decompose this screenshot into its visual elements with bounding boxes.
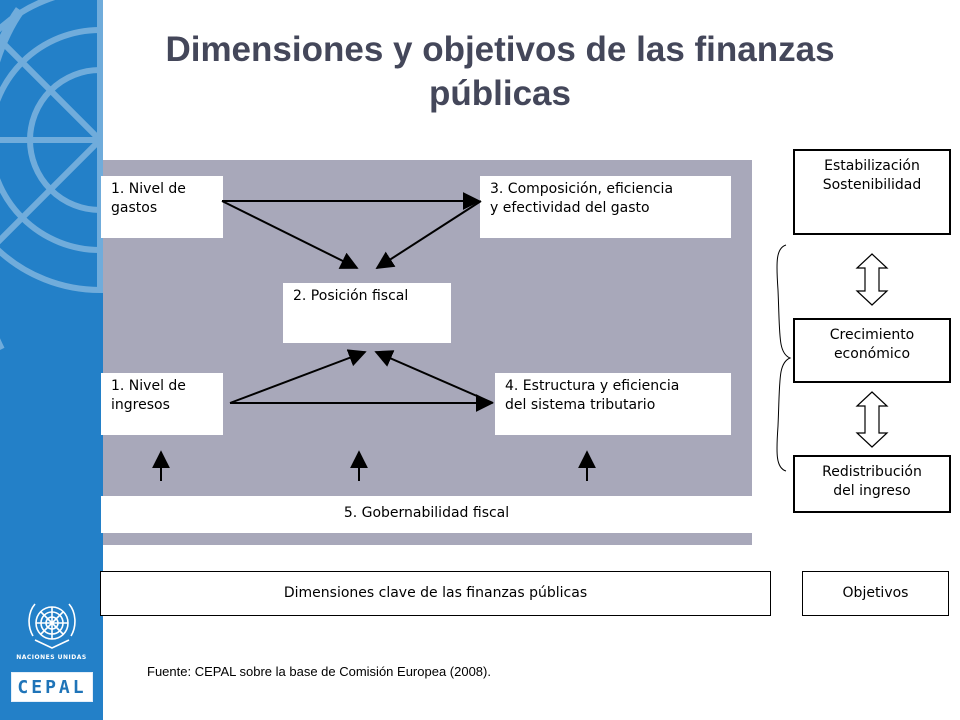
- un-org-name: NACIONES UNIDAS: [16, 654, 87, 661]
- label-dimensiones-clave: Dimensiones clave de las finanzas públic…: [100, 571, 771, 616]
- box-line: Estabilización: [824, 158, 920, 174]
- box-line: económico: [833, 346, 911, 362]
- cepal-logo: CEPAL: [11, 672, 93, 702]
- label-objetivos: Objetivos: [802, 571, 949, 616]
- box-line: 5. Gobernabilidad fiscal: [343, 505, 510, 521]
- box-estabilizacion: Estabilización Sostenibilidad: [793, 149, 951, 235]
- source-note: Fuente: CEPAL sobre la base de Comisión …: [147, 664, 491, 679]
- box-posicion-fiscal: 2. Posición fiscal: [283, 283, 451, 343]
- un-emblem-icon: [28, 603, 76, 649]
- objectives-brace-icon: [776, 244, 792, 472]
- box-line: Sostenibilidad: [822, 177, 922, 193]
- label-text: Dimensiones clave de las finanzas públic…: [283, 585, 588, 601]
- box-line: del sistema tributario: [505, 397, 656, 413]
- box-gobernabilidad-fiscal: 5. Gobernabilidad fiscal: [101, 496, 752, 533]
- box-line: Redistribución: [822, 464, 922, 480]
- box-estructura-tributaria: 4. Estructura y eficiencia del sistema t…: [495, 373, 731, 435]
- box-line: 2. Posición fiscal: [293, 288, 409, 304]
- box-line: 4. Estructura y eficiencia: [505, 378, 680, 394]
- arrow-ingresos-posicion: [229, 349, 367, 404]
- double-arrow-icon: [855, 391, 889, 448]
- box-line: gastos: [111, 200, 158, 216]
- box-line: y efectividad del gasto: [490, 200, 650, 216]
- box-nivel-gastos: 1. Nivel de gastos: [101, 176, 223, 238]
- box-redistribucion: Redistribución del ingreso: [793, 455, 951, 513]
- box-line: 3. Composición, eficiencia: [490, 181, 674, 197]
- label-text: Objetivos: [842, 585, 909, 601]
- box-line: 1. Nivel de: [111, 181, 186, 197]
- box-nivel-ingresos: 1. Nivel de ingresos: [101, 373, 223, 435]
- box-line: Crecimiento: [829, 327, 915, 343]
- arrow-gastos-posicion: [221, 200, 359, 269]
- box-line: ingresos: [111, 397, 170, 413]
- arrow-composicion-posicion: [375, 200, 482, 269]
- box-crecimiento: Crecimiento económico: [793, 318, 951, 383]
- arrow-estructura-posicion: [374, 350, 494, 404]
- box-composicion-gasto: 3. Composición, eficiencia y efectividad…: [480, 176, 731, 238]
- un-globe-watermark-icon: [0, 0, 103, 350]
- box-line: 1. Nivel de: [111, 378, 186, 394]
- double-arrow-icon: [855, 253, 889, 306]
- page-title: Dimensiones y objetivos de las finanzas …: [165, 30, 835, 113]
- box-line: del ingreso: [833, 483, 911, 499]
- sidebar: NACIONES UNIDAS CEPAL: [0, 0, 103, 720]
